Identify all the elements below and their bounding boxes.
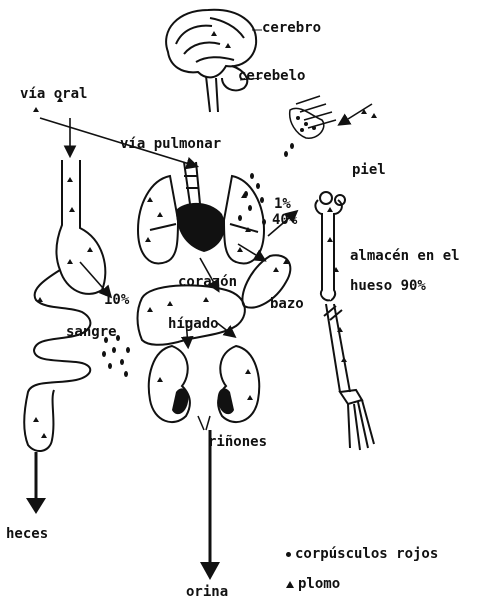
lead-triangle [37,297,43,302]
red-cell-dot [102,351,106,357]
legend-plomo-label: plomo [298,576,340,592]
arm-bone-illustration [315,192,374,450]
label-rinones: riñones [208,434,267,450]
kidneys-illustration [149,346,259,430]
excretion-arrows [26,430,220,580]
label-1-percent: 1% [274,196,291,212]
lead-legend-icon [286,581,294,588]
label-sangre: sangre [66,324,117,340]
lead-triangle [327,237,333,242]
lead-triangle [69,207,75,212]
digestive-tract-illustration [24,160,105,451]
lead-triangle [33,107,39,112]
lead-triangle [327,207,333,212]
label-corazon: corazón [178,274,237,290]
legend-corpusculos-label: corpúsculos rojos [295,546,438,562]
label-cerebelo: cerebelo [238,68,305,84]
lead-triangle [145,237,151,242]
label-40-percent: 40% [272,212,297,228]
heart-illustration [176,203,225,252]
lead-triangle [211,31,217,36]
red-cell-dot [108,363,112,369]
red-cell-dot [124,371,128,377]
label-higado: hígado [168,316,219,332]
label-piel: piel [352,162,386,178]
red-cell-dot [116,335,120,341]
label-heces: heces [6,526,48,542]
red-cell-dot [260,197,264,203]
red-cell-dot [238,215,242,221]
label-orina: orina [186,584,228,600]
lead-triangle [67,177,73,182]
skin-illustration [290,96,336,138]
legend-lead: plomo [286,576,340,592]
label-almacen: almacén en el [350,248,460,264]
lead-triangle [33,417,39,422]
red-cell-dot [126,347,130,353]
lead-triangle [147,197,153,202]
lead-triangle [203,297,209,302]
brain-illustration [166,10,256,112]
label-via-pulmonar: vía pulmonar [120,136,221,152]
lead-triangle [273,267,279,272]
label-cerebro: cerebro [262,20,321,36]
lead-triangle [87,247,93,252]
lead-triangle [247,395,253,400]
lead-triangle [157,212,163,217]
lead-triangle [245,369,251,374]
red-cell-dot [112,347,116,353]
lead-triangle [41,433,47,438]
lead-triangle [147,307,153,312]
red-cell-legend-icon [286,552,291,557]
lead-triangle [167,301,173,306]
lead-triangle [237,247,243,252]
red-cell-dot [120,359,124,365]
label-10-percent: 10% [104,292,129,308]
red-cell-dot [262,219,266,225]
lead-triangle [225,43,231,48]
red-cell-dot [290,143,294,149]
lead-triangle [371,113,377,118]
lead-triangle [341,357,347,362]
legend-red-cells: corpúsculos rojos [286,546,438,562]
lead-triangle [67,259,73,264]
label-hueso: hueso 90% [350,278,426,294]
red-cell-dot [248,205,252,211]
label-bazo: bazo [270,296,304,312]
label-via-oral: vía oral [20,86,87,102]
lead-triangle [157,377,163,382]
red-cell-dot [284,151,288,157]
red-cell-dot [250,173,254,179]
red-cell-dot [256,183,260,189]
